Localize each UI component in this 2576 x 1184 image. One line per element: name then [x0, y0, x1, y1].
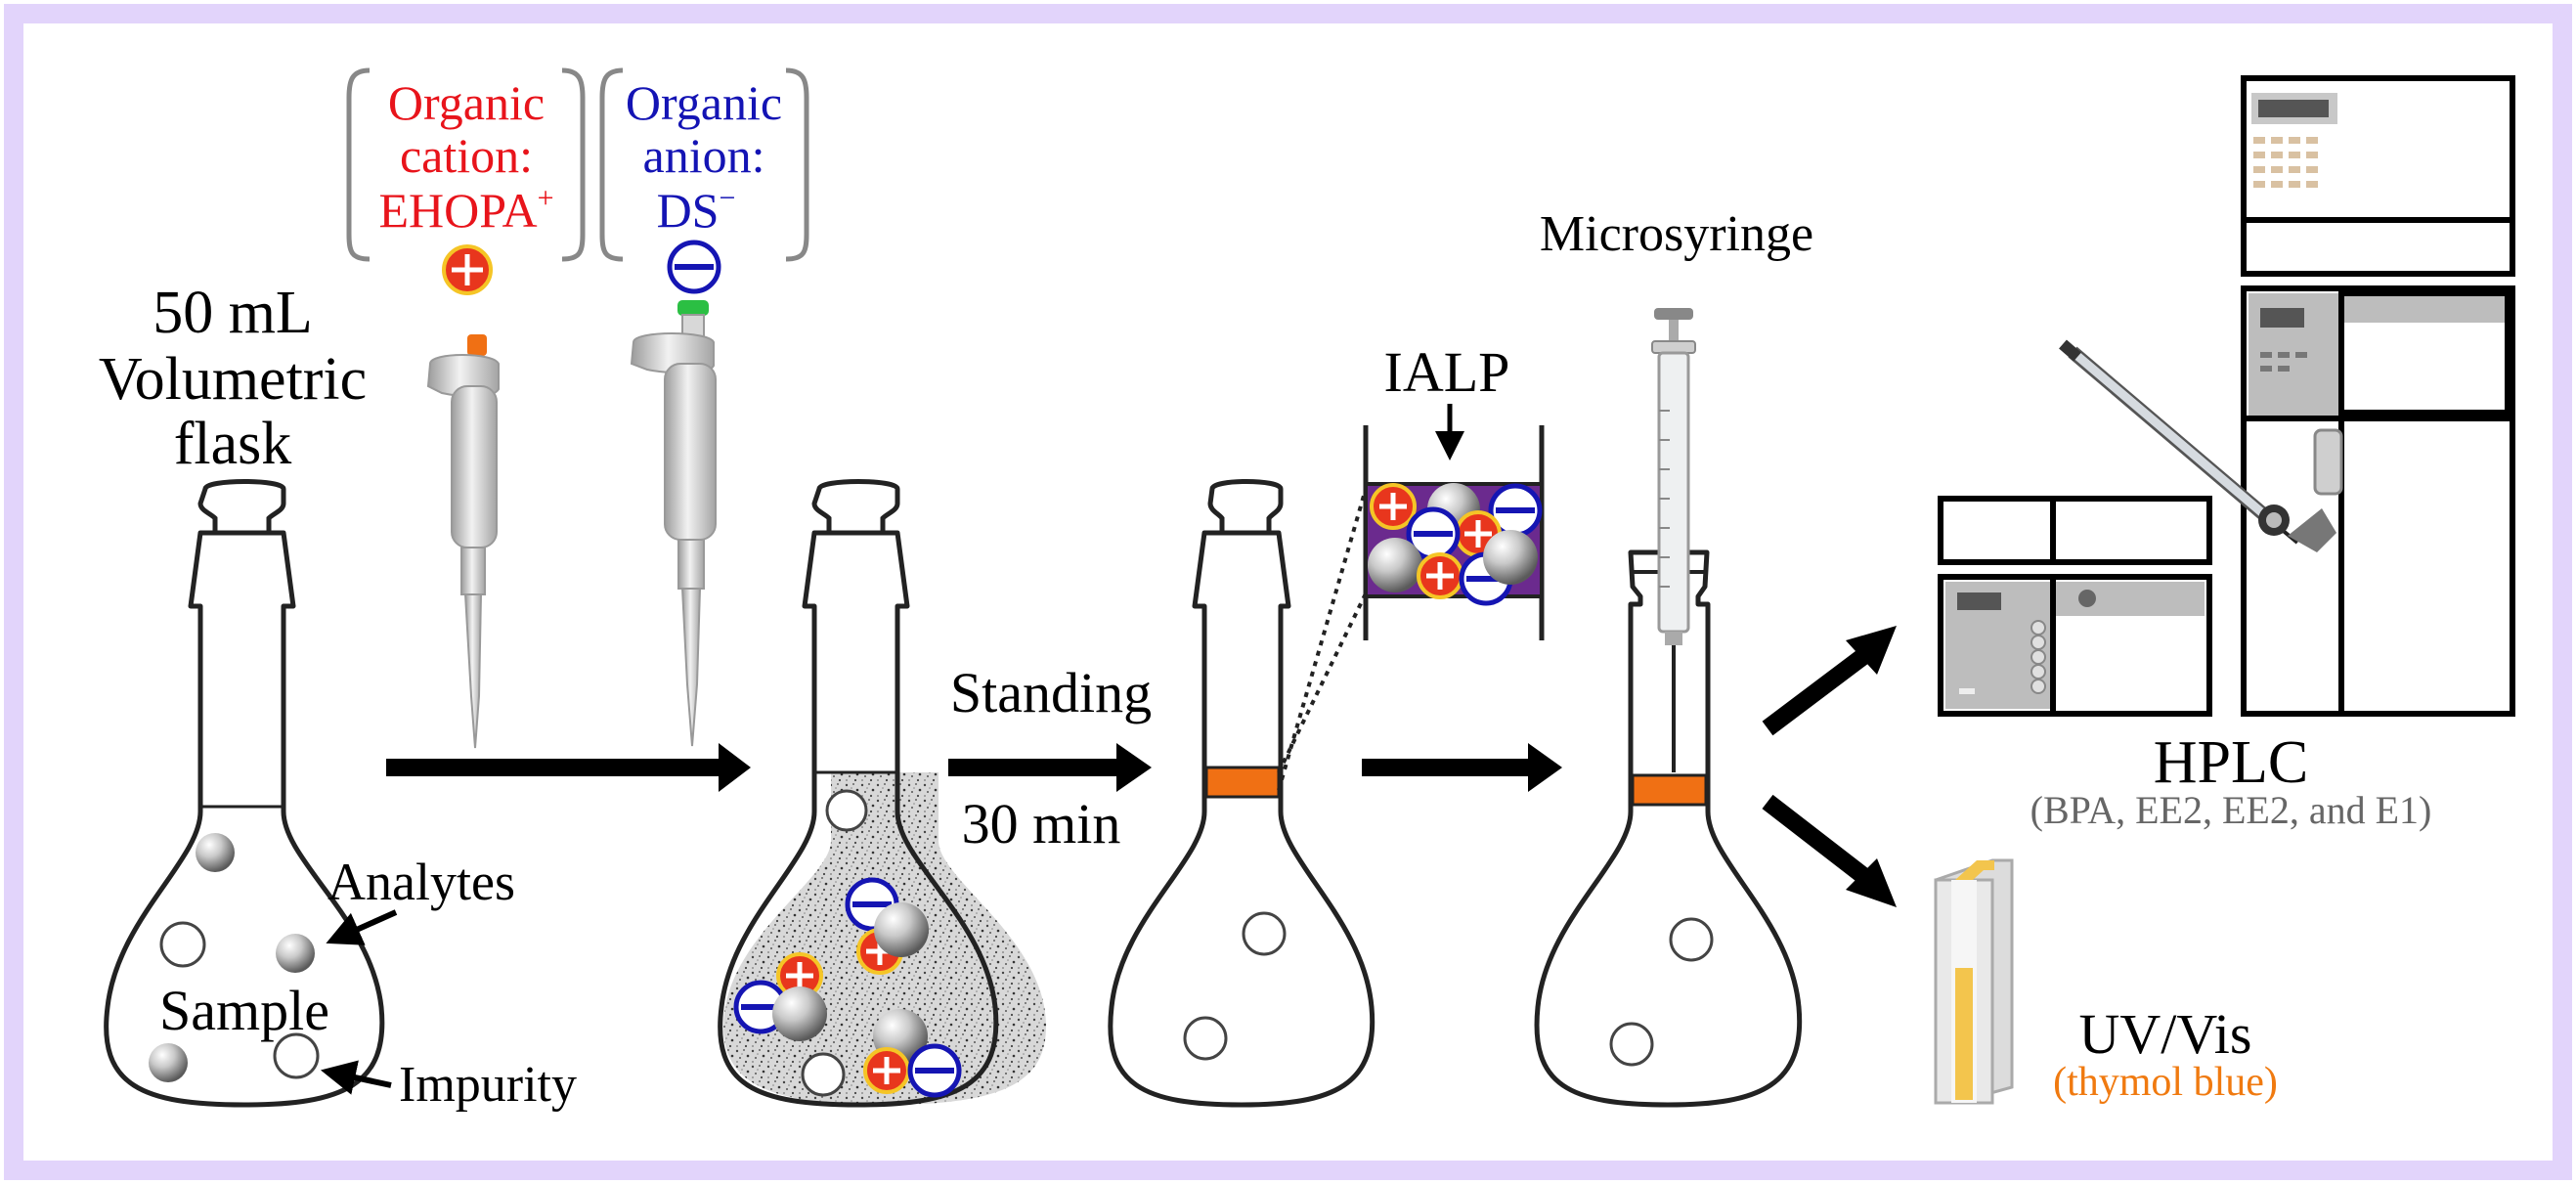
- analytes-label: Analytes: [327, 853, 515, 911]
- sample-label: Sample: [159, 979, 329, 1042]
- hplc-analytes-label: (BPA, EE2, EE2, and E1): [2030, 788, 2432, 832]
- microsyringe-icon: [1651, 308, 1696, 772]
- analyte-sphere: [772, 987, 827, 1041]
- ialp-label: IALP: [1384, 340, 1510, 404]
- cation-line2: cation:: [400, 128, 533, 183]
- arrow-2: [948, 743, 1152, 792]
- standing-label: Standing: [950, 661, 1152, 724]
- impurity-circle: [1609, 1022, 1654, 1067]
- analyte-sphere: [149, 1043, 188, 1082]
- analytes-pointer: [326, 909, 398, 945]
- impurity-circle: [273, 1032, 320, 1079]
- uvvis-indicator-label: (thymol blue): [2053, 1060, 2278, 1105]
- flask-title-line2: Volumetric: [99, 346, 367, 413]
- arrow-3: [1362, 743, 1562, 792]
- impurity-circle: [1669, 917, 1714, 962]
- anion-bracket-right: [785, 67, 809, 262]
- uvvis-label: UV/Vis: [2079, 1002, 2252, 1066]
- impurity-pointer: [320, 1060, 392, 1095]
- flask-3: [1108, 479, 1375, 1108]
- analyte-sphere: [196, 833, 235, 872]
- cation-line3: EHOPA+: [378, 182, 553, 238]
- impurity-circle: [1183, 1016, 1228, 1061]
- hplc-label: HPLC: [2154, 729, 2308, 796]
- cation-bracket-left: [346, 67, 371, 262]
- pipette-anion: [630, 300, 717, 747]
- anion-name: DS: [657, 183, 720, 238]
- flask-1-stopper: [197, 479, 286, 536]
- cation-symbol-icon: [442, 244, 493, 295]
- ialp-phase: [1204, 766, 1281, 799]
- flask-2-body: [718, 530, 999, 1108]
- ialp-inset: IALP: [1363, 340, 1545, 640]
- flask-title-line1: 50 mL: [153, 280, 313, 346]
- impurity-label: Impurity: [399, 1057, 577, 1113]
- cuvette-icon: [1934, 858, 2014, 1105]
- anion-line1: Organic: [626, 75, 782, 130]
- cation-line1: Organic: [388, 75, 545, 130]
- analyte-sphere: [276, 934, 315, 973]
- cation-charge-sup: +: [538, 182, 554, 214]
- flask-3-body: [1108, 530, 1375, 1108]
- cation-icon: [776, 952, 823, 999]
- impurity-circle: [159, 921, 206, 968]
- time-label: 30 min: [962, 792, 1121, 855]
- flask-2-stopper: [811, 479, 900, 536]
- analyte-sphere: [874, 902, 929, 957]
- anion-symbol-icon: [667, 240, 721, 294]
- pipette-cation: [426, 334, 500, 749]
- flask-1: 50 mL Volumetric flask Sample Analytes I…: [99, 280, 577, 1113]
- anion-label-group: Organic anion: DS−: [599, 67, 809, 294]
- anion-icon: [907, 1043, 962, 1098]
- anion-line2: anion:: [643, 128, 765, 183]
- arrow-1: [386, 743, 751, 792]
- anion-line3: DS−: [657, 182, 736, 238]
- arrow-to-uvvis: [1762, 794, 1897, 907]
- arrow-to-hplc: [1762, 626, 1897, 736]
- cation-icon: [863, 1047, 910, 1094]
- hplc-instrument-icon: [1938, 75, 2515, 717]
- cation-label-group: Organic cation: EHOPA+: [346, 67, 586, 295]
- flask-title-line3: flask: [174, 411, 292, 477]
- anion-bracket-left: [599, 67, 624, 262]
- impurity-circle: [801, 1052, 846, 1097]
- ialp-phase: [1631, 773, 1708, 807]
- microsyringe-label: Microsyringe: [1540, 206, 1813, 262]
- flask-4: [1534, 549, 1803, 1108]
- impurity-circle: [1242, 911, 1287, 956]
- anion-charge-sup: −: [720, 182, 736, 214]
- impurity-circle: [825, 789, 868, 832]
- cation-name: EHOPA: [378, 183, 537, 238]
- cation-bracket-right: [561, 67, 586, 262]
